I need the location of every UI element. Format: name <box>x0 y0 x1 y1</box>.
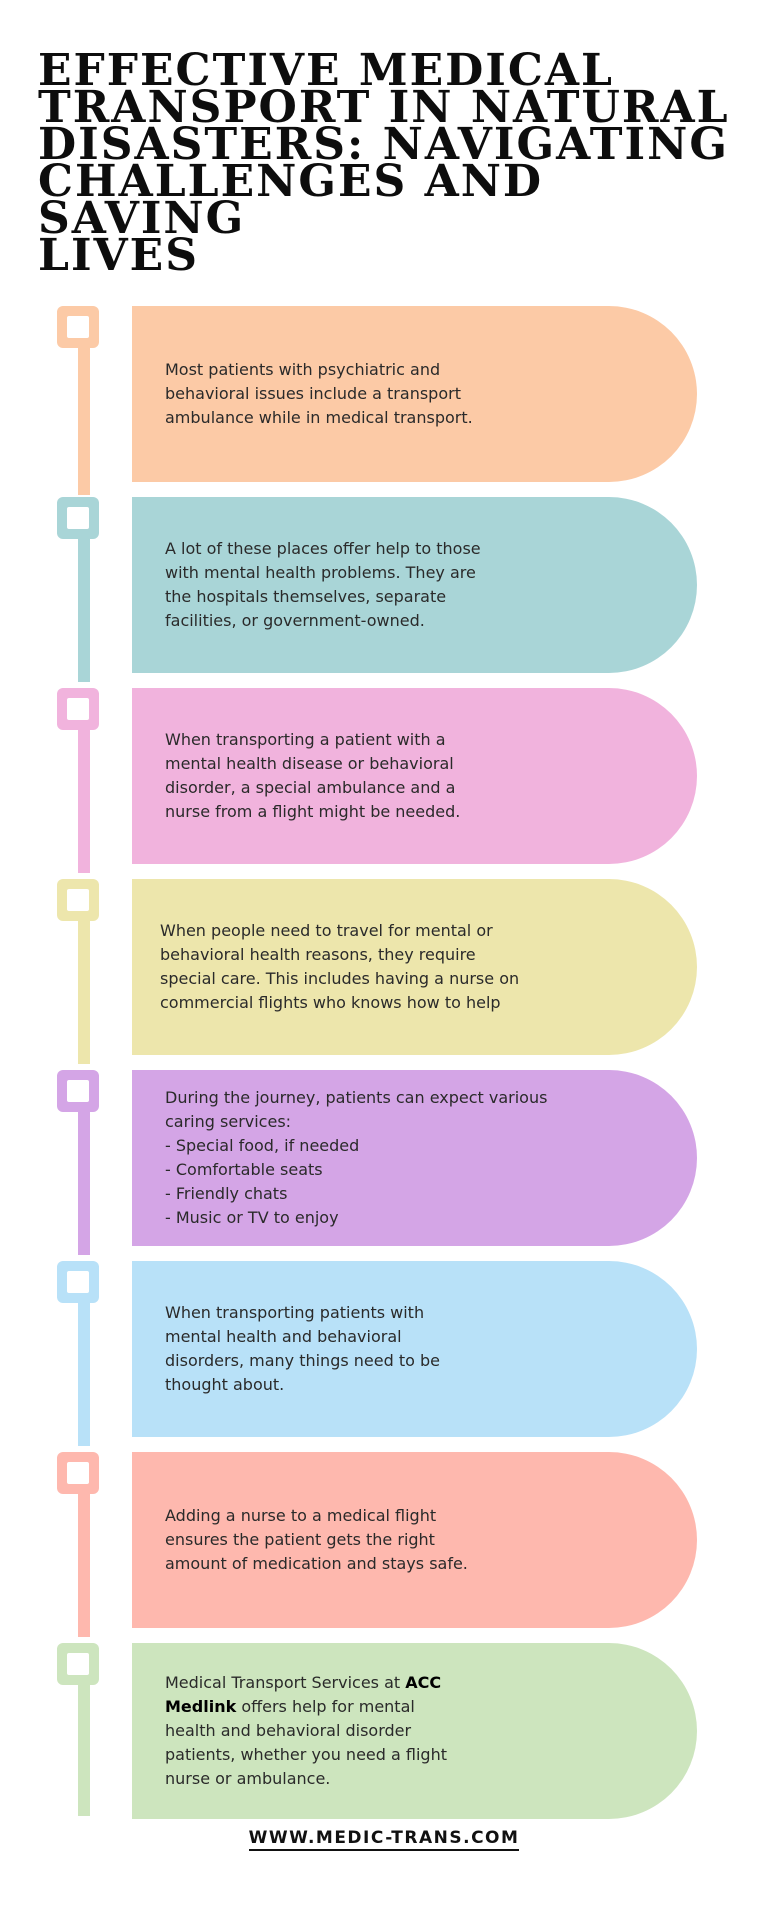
timeline-node <box>57 1261 99 1303</box>
timeline-segment <box>78 1678 90 1816</box>
info-card-text-part: offers help for mental health and behavi… <box>165 1697 447 1788</box>
info-card-8: Medical Transport Services at ACC Medlin… <box>132 1643 697 1819</box>
info-card-text: During the journey, patients can expect … <box>165 1088 548 1227</box>
info-card-text: When people need to travel for mental or… <box>160 921 520 1012</box>
info-card-7: Adding a nurse to a medical flight ensur… <box>132 1452 697 1628</box>
timeline-node <box>57 688 99 730</box>
timeline-node <box>57 879 99 921</box>
timeline-segment <box>78 1487 90 1637</box>
info-card-2: A lot of these places offer help to thos… <box>132 497 697 673</box>
info-card-text: Medical Transport Services at ACC Medlin… <box>165 1671 505 1791</box>
page-title: EFFECTIVE MEDICAL TRANSPORT IN NATURAL D… <box>38 45 730 281</box>
info-card-text: When transporting a patient with a menta… <box>165 730 461 821</box>
info-card-3: When transporting a patient with a menta… <box>132 688 697 864</box>
timeline-segment <box>78 914 90 1064</box>
info-card-5: During the journey, patients can expect … <box>132 1070 697 1246</box>
timeline-node <box>57 497 99 539</box>
info-card-text-part: Medical Transport Services at <box>165 1673 406 1692</box>
timeline-segment <box>78 723 90 873</box>
info-card-text: A lot of these places offer help to thos… <box>165 539 481 630</box>
website-link[interactable]: WWW.MEDIC-TRANS.COM <box>248 1828 520 1851</box>
company-name: ACC Medlink <box>165 1673 442 1716</box>
timeline-segment <box>78 1296 90 1446</box>
info-card-1: Most patients with psychiatric and behav… <box>132 306 697 482</box>
timeline-segment <box>78 340 90 495</box>
footer-website: WWW.MEDIC-TRANS.COM <box>0 1828 768 1851</box>
info-card-text: Most patients with psychiatric and behav… <box>165 360 473 427</box>
timeline-node <box>57 306 99 348</box>
timeline-node <box>57 1452 99 1494</box>
timeline-node <box>57 1643 99 1685</box>
timeline-node <box>57 1070 99 1112</box>
info-card-text: Adding a nurse to a medical flight ensur… <box>165 1506 468 1573</box>
info-card-text: When transporting patients with mental h… <box>165 1303 440 1394</box>
timeline-segment <box>78 532 90 682</box>
timeline-segment <box>78 1105 90 1255</box>
info-card-4: When people need to travel for mental or… <box>132 879 697 1055</box>
info-card-6: When transporting patients with mental h… <box>132 1261 697 1437</box>
